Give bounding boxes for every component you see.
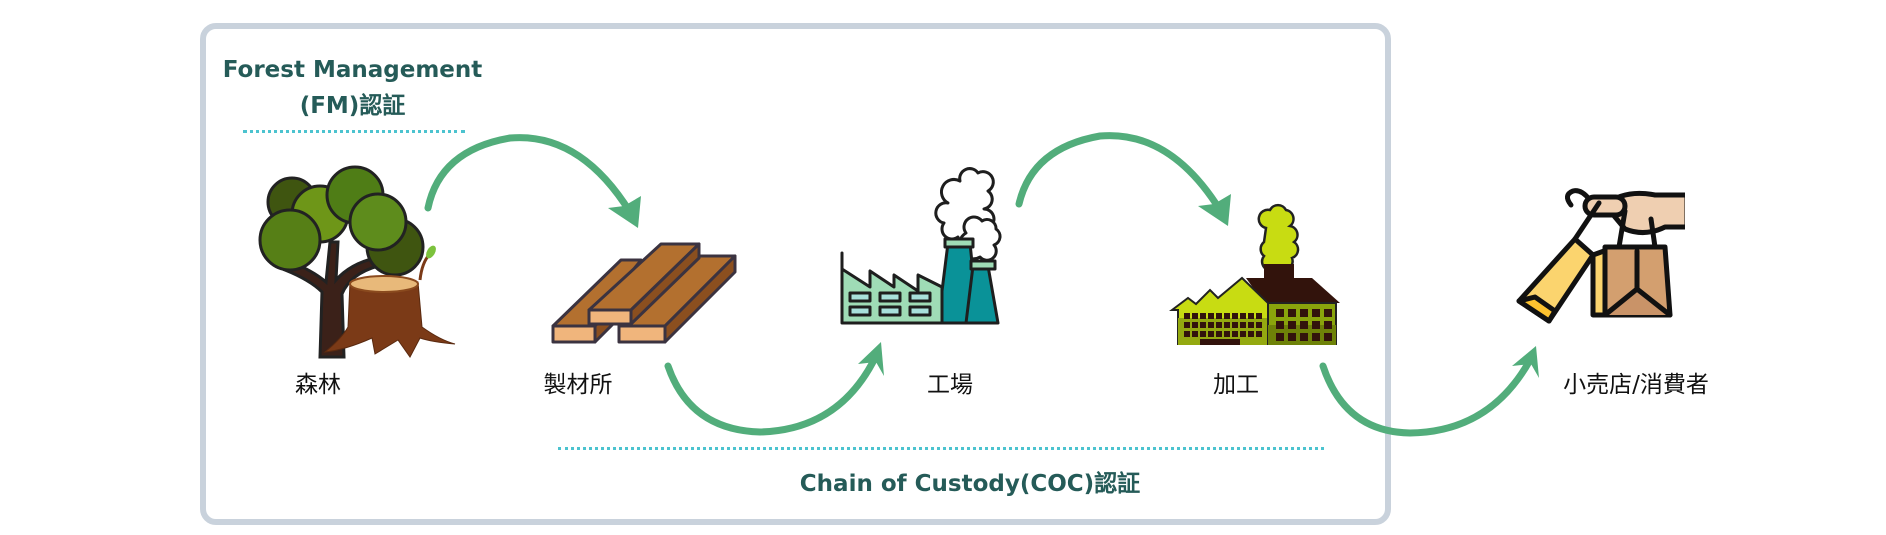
stage-label-forest: 森林 [295, 372, 341, 398]
stage-label-processing: 加工 [1213, 372, 1259, 398]
fm-certification-title: Forest Management (FM)認証 [220, 52, 485, 124]
flow-arrow-processing-to-retail [1319, 346, 1539, 437]
flow-arrow-forest-to-sawmill [424, 134, 641, 228]
fm-dotted-divider [243, 130, 465, 133]
tree-and-stump-icon [258, 165, 456, 359]
coc-scope-frame [200, 23, 1391, 525]
flow-arrow-factory-to-processing [1015, 132, 1231, 226]
processing-plant-icon [1169, 203, 1340, 345]
coc-certification-title: Chain of Custody(COC)認証 [799, 471, 1141, 497]
fm-title-line2: (FM)認証 [299, 93, 406, 119]
stage-label-factory: 工場 [927, 372, 973, 398]
lumber-planks-icon [551, 242, 737, 344]
factory-smoke-icon [840, 167, 1002, 325]
coc-dotted-divider [558, 447, 1324, 450]
shopping-bags-hand-icon [1516, 188, 1685, 324]
stage-label-retail: 小売店/消費者 [1563, 372, 1709, 398]
flow-arrow-sawmill-to-factory [664, 342, 884, 436]
stage-label-sawmill: 製材所 [543, 372, 613, 398]
fm-title-line1: Forest Management [222, 57, 483, 83]
